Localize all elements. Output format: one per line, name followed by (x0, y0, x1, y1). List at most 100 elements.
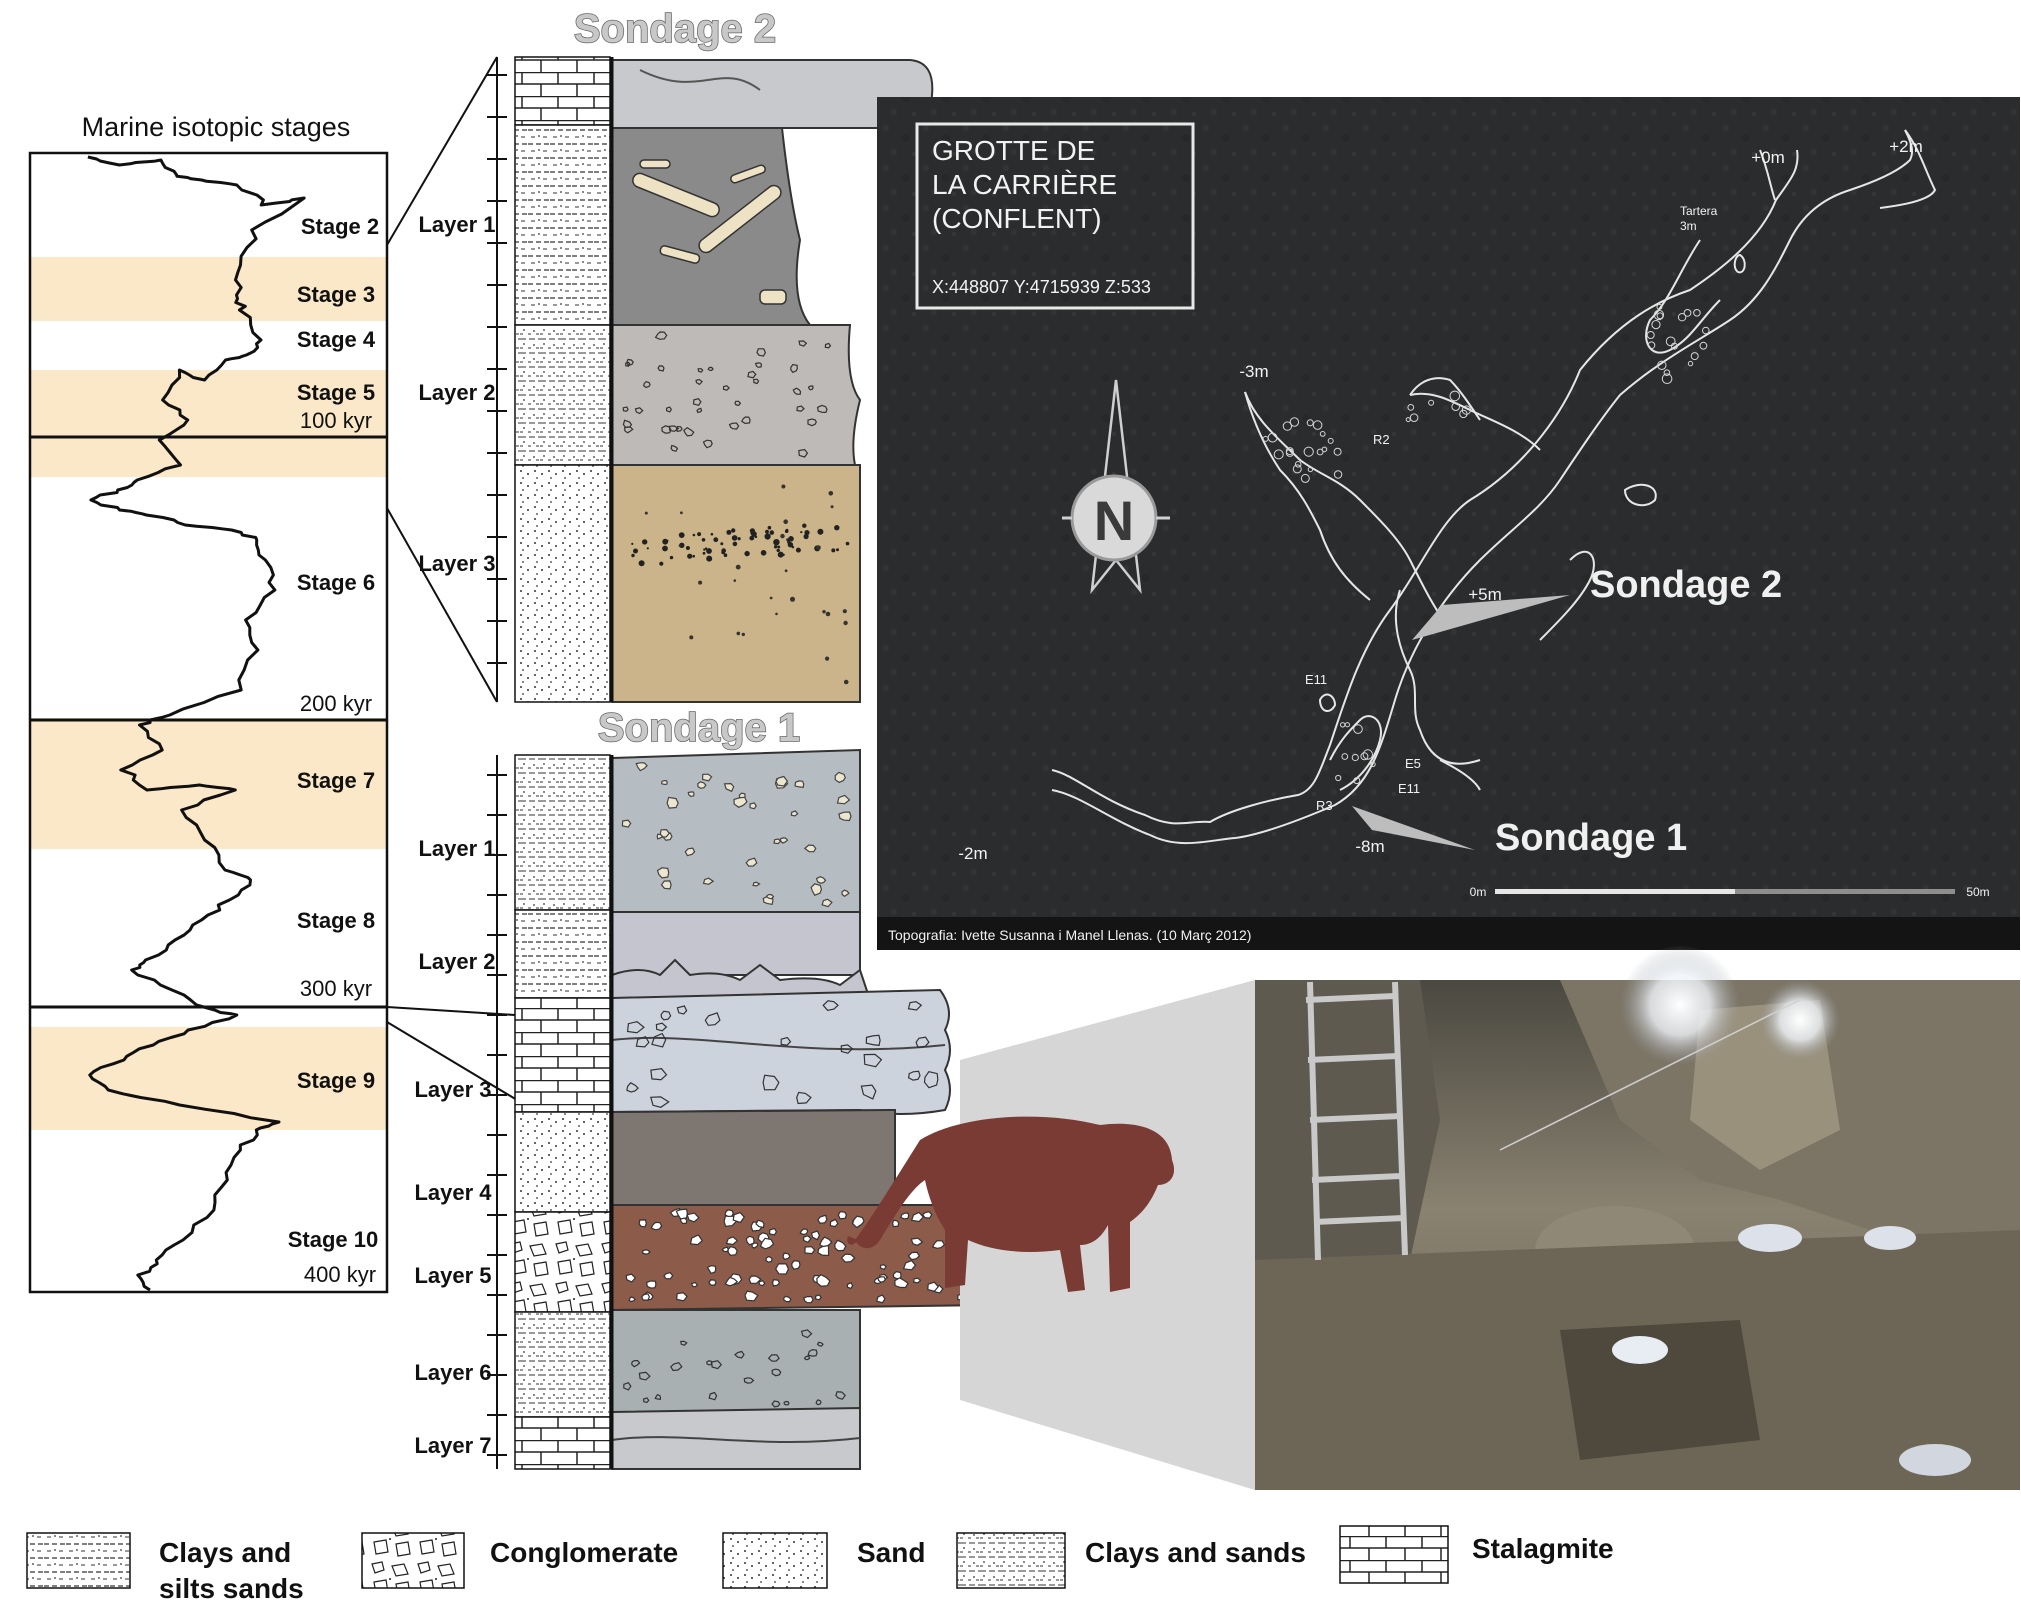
rubble-stone (1656, 312, 1664, 320)
map-tartera-line2: 3m (1680, 219, 1697, 233)
clast (748, 1275, 762, 1285)
clast (755, 1219, 765, 1229)
rubble-stone (1683, 309, 1692, 317)
sondage1-title: Sondage 1 (598, 706, 800, 750)
cave-wall (1409, 377, 1481, 421)
legend-label-conglomerate: Conglomerate (490, 1537, 678, 1568)
clast (756, 348, 767, 357)
rubble-stone (1360, 752, 1369, 761)
clast (650, 1068, 668, 1081)
stage-4-label: Stage 4 (297, 327, 376, 352)
map-title-box (915, 122, 1195, 310)
rubble-stone (1451, 402, 1460, 412)
clast (817, 1244, 830, 1257)
clast (815, 876, 827, 884)
clast (643, 381, 651, 389)
clast (816, 404, 828, 414)
rubble-stone (1653, 309, 1665, 321)
clast (838, 811, 852, 822)
clast (891, 1219, 900, 1228)
clast (790, 363, 798, 374)
clast (815, 1399, 822, 1406)
rubble-stone (1670, 342, 1678, 350)
legend-label-stalagmite: Stalagmite (1472, 1533, 1614, 1564)
sediment-dot (764, 533, 771, 540)
clast (660, 1010, 672, 1021)
rubble-stone (1292, 464, 1302, 474)
clast (894, 1277, 909, 1289)
cave-wall (1051, 149, 1799, 825)
rubble-stone (1306, 419, 1314, 427)
rubble-stone (1690, 352, 1699, 361)
sediment-dot (706, 548, 712, 554)
s2-layer2-clasts (622, 331, 832, 458)
rubble-stone (1327, 437, 1334, 444)
clast (783, 1295, 792, 1303)
isotope-curve (87, 155, 306, 1292)
sediment-dot (802, 523, 807, 528)
s1-lith-conglomerate (514, 1211, 611, 1313)
clast (747, 370, 757, 379)
s1-layer4-label: Layer 4 (414, 1180, 492, 1205)
s1-lith-clays-silts (514, 909, 611, 999)
rubble-stone (1362, 749, 1374, 760)
s2-layer2-block (611, 324, 862, 466)
rubble-stone (1285, 448, 1295, 457)
sediment-dot (831, 548, 836, 553)
clast (676, 1005, 688, 1015)
age-100kyr-label: 100 kyr (300, 408, 372, 433)
ladder-rung (1309, 1113, 1401, 1123)
clast (879, 1264, 887, 1271)
clast (910, 1211, 925, 1223)
cave-wall (1409, 392, 1541, 451)
s1-layer7-label: Layer 7 (414, 1433, 491, 1458)
sediment-dot (644, 511, 648, 515)
s1-layer3-clasts (626, 1000, 939, 1108)
clast (791, 1260, 801, 1270)
sediment-dot (702, 551, 706, 555)
clast (695, 378, 704, 386)
photo-lamp (1620, 945, 1740, 1065)
ladder-rung (1311, 1173, 1403, 1183)
sediment-dot (788, 536, 794, 542)
clast (721, 1246, 730, 1253)
clast (837, 1211, 848, 1220)
clast (771, 1400, 781, 1408)
sediment-dot (713, 537, 719, 543)
north-arrow: N (1062, 379, 1170, 595)
sondage2-column: Sondage 2 Layer 1 Layer 2 Layer 3 (418, 6, 934, 703)
sediment-dot (662, 545, 668, 552)
map-coordinates: X:448807 Y:4715939 Z:533 (932, 277, 1151, 297)
stage-5-label: Stage 5 (297, 380, 375, 405)
s2-depth-ticks (487, 74, 507, 664)
clast (816, 1341, 824, 1347)
clast (846, 1281, 854, 1290)
sediment-dot (633, 548, 638, 554)
cave-rubble (1262, 303, 1710, 785)
sediment-dot (731, 528, 736, 533)
sediment-dot (736, 631, 741, 636)
sediment-dot (787, 540, 791, 544)
clast (877, 1276, 886, 1283)
clast (728, 422, 740, 430)
clast (683, 426, 695, 437)
clast (650, 1096, 670, 1108)
sediment-dot (783, 519, 788, 524)
clast (907, 1070, 921, 1081)
sediment-dot (689, 635, 694, 640)
map-depth-plus0: +0m (1751, 148, 1785, 167)
map-marker-e11-a: E11 (1305, 672, 1327, 687)
clast (696, 407, 703, 414)
clast (753, 378, 760, 385)
clast (628, 1296, 636, 1303)
sondage1-pointer (1352, 806, 1475, 850)
sediment-dot (741, 632, 745, 637)
clast (779, 837, 789, 844)
bone-fragment (698, 184, 782, 254)
clast (635, 1035, 650, 1048)
cave-wall (1394, 589, 1481, 765)
rubble-stone (1461, 405, 1472, 415)
clast (697, 781, 707, 789)
clast (765, 1255, 773, 1263)
clast (840, 1253, 856, 1263)
